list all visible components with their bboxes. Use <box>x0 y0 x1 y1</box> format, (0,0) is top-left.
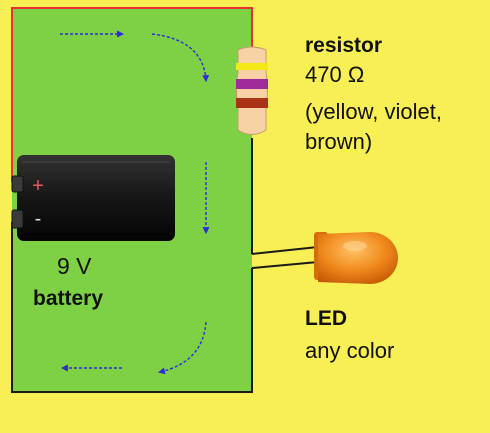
led-title-label: LED <box>305 307 347 330</box>
positive-wire <box>11 7 253 182</box>
led-cathode-wire <box>251 261 319 269</box>
resistor-value-label: 470 Ω <box>305 62 365 87</box>
led-icon <box>314 232 398 284</box>
battery-icon: + - <box>11 155 175 241</box>
battery-plus-sign: + <box>32 175 44 197</box>
led-anode-wire <box>251 246 319 255</box>
resistor-title-label: resistor <box>305 34 383 57</box>
led-note-label: any color <box>305 338 395 363</box>
negative-wire <box>11 222 253 393</box>
battery-title-label: battery <box>33 287 104 310</box>
resistor-icon <box>236 46 268 135</box>
battery-minus-sign: - <box>35 208 42 230</box>
current-flow-arrow-icon <box>60 30 210 375</box>
resistor-color-code-label: (yellow, violet, brown) <box>305 99 442 154</box>
battery-voltage-label: 9 V <box>57 253 92 279</box>
